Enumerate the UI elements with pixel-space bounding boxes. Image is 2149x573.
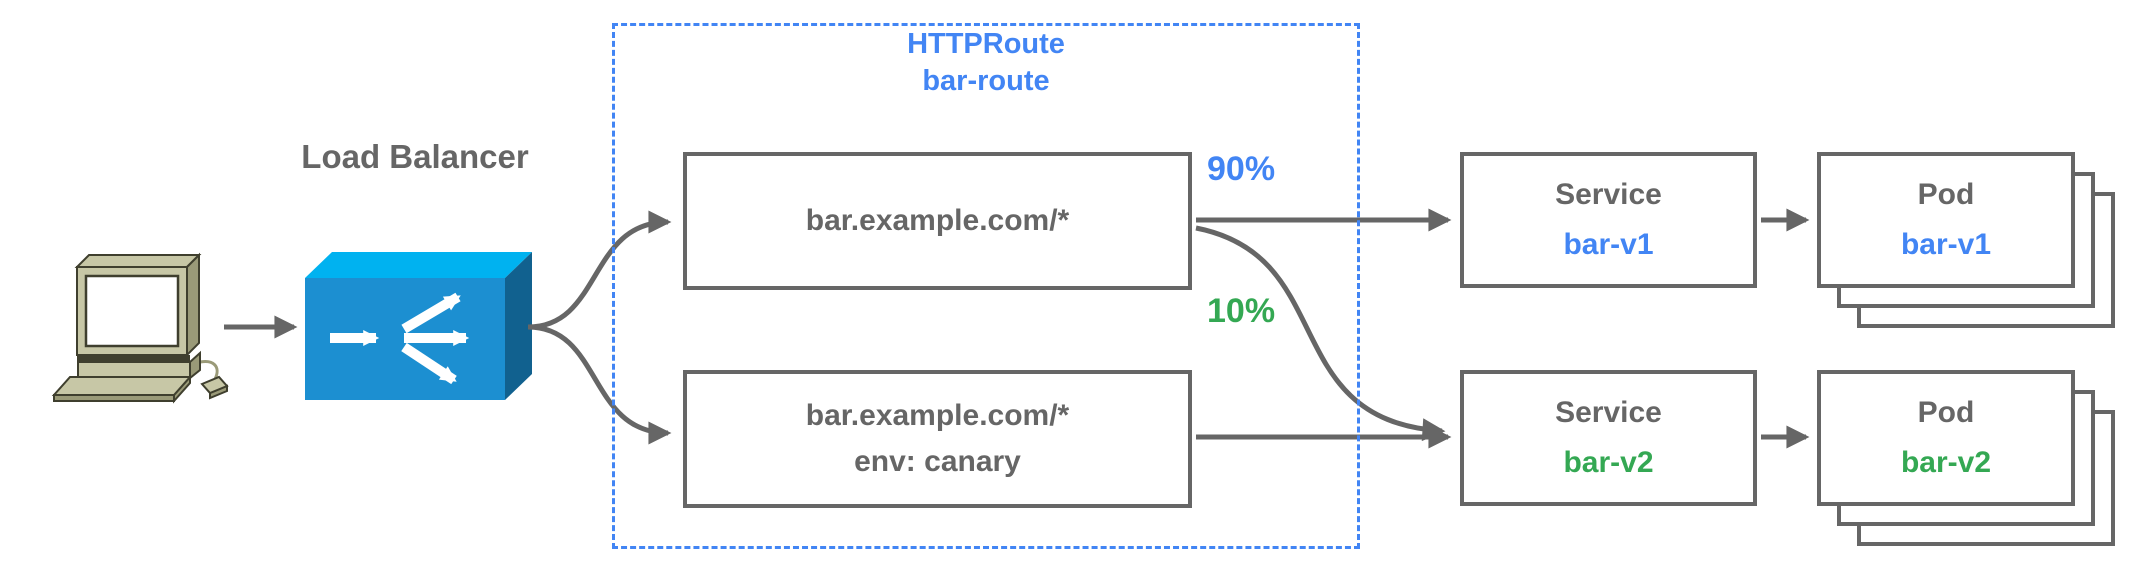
monitor-screen xyxy=(84,274,180,348)
httproute-group-box xyxy=(612,23,1360,549)
load-balancer-label: Load Balancer xyxy=(301,138,529,175)
pod-kind-label: Pod xyxy=(1917,178,1975,211)
arrow-lb-to-route2 xyxy=(527,324,672,445)
pod-name-label: bar-v2 xyxy=(1900,446,1992,479)
pod-bar-v1-box: Pod bar-v1 xyxy=(1817,152,2075,288)
keyboard xyxy=(51,376,193,396)
route-rule-2-header-match: env: canary xyxy=(854,445,1021,478)
pod-name-label: bar-v1 xyxy=(1900,228,1992,261)
service-name-label: bar-v2 xyxy=(1563,446,1654,479)
lb-fan-down-arrow xyxy=(401,342,457,385)
lb-fan-up-arrow xyxy=(401,292,461,334)
arrow-route1-to-service2-curve xyxy=(1195,225,1446,442)
pod-kind-label: Pod xyxy=(1917,396,1975,429)
route-rule-box-2: bar.example.com/* env: canary xyxy=(683,370,1192,508)
desktop-computer-icon xyxy=(51,252,229,404)
pod-bar-v1-stack: Pod bar-v1 xyxy=(1817,152,2115,328)
arrow-lb-to-route1 xyxy=(527,210,672,330)
httproute-name-label: bar-route xyxy=(922,65,1050,97)
service-bar-v2-box: Service bar-v2 xyxy=(1460,370,1757,506)
pod-bar-v2-box: Pod bar-v2 xyxy=(1817,370,2075,506)
load-balancer-icon xyxy=(305,252,532,400)
service-bar-v1-box: Service bar-v1 xyxy=(1460,152,1757,288)
computer-base xyxy=(77,361,191,379)
service-kind-label: Service xyxy=(1555,396,1662,429)
weight-label-10: 10% xyxy=(1207,292,1276,330)
httproute-title: HTTPRoute bar-route xyxy=(612,26,1360,100)
service-kind-label: Service xyxy=(1555,178,1662,211)
service-name-label: bar-v1 xyxy=(1563,228,1654,261)
mouse xyxy=(200,375,229,395)
route-rule-box-1: bar.example.com/* xyxy=(683,152,1192,290)
httproute-kind-label: HTTPRoute xyxy=(907,28,1065,60)
route-rule-2-host: bar.example.com/* xyxy=(805,399,1070,432)
pod-bar-v2-stack: Pod bar-v2 xyxy=(1817,370,2115,546)
route-rule-1-host: bar.example.com/* xyxy=(805,204,1070,237)
weight-label-90: 90% xyxy=(1207,150,1276,188)
